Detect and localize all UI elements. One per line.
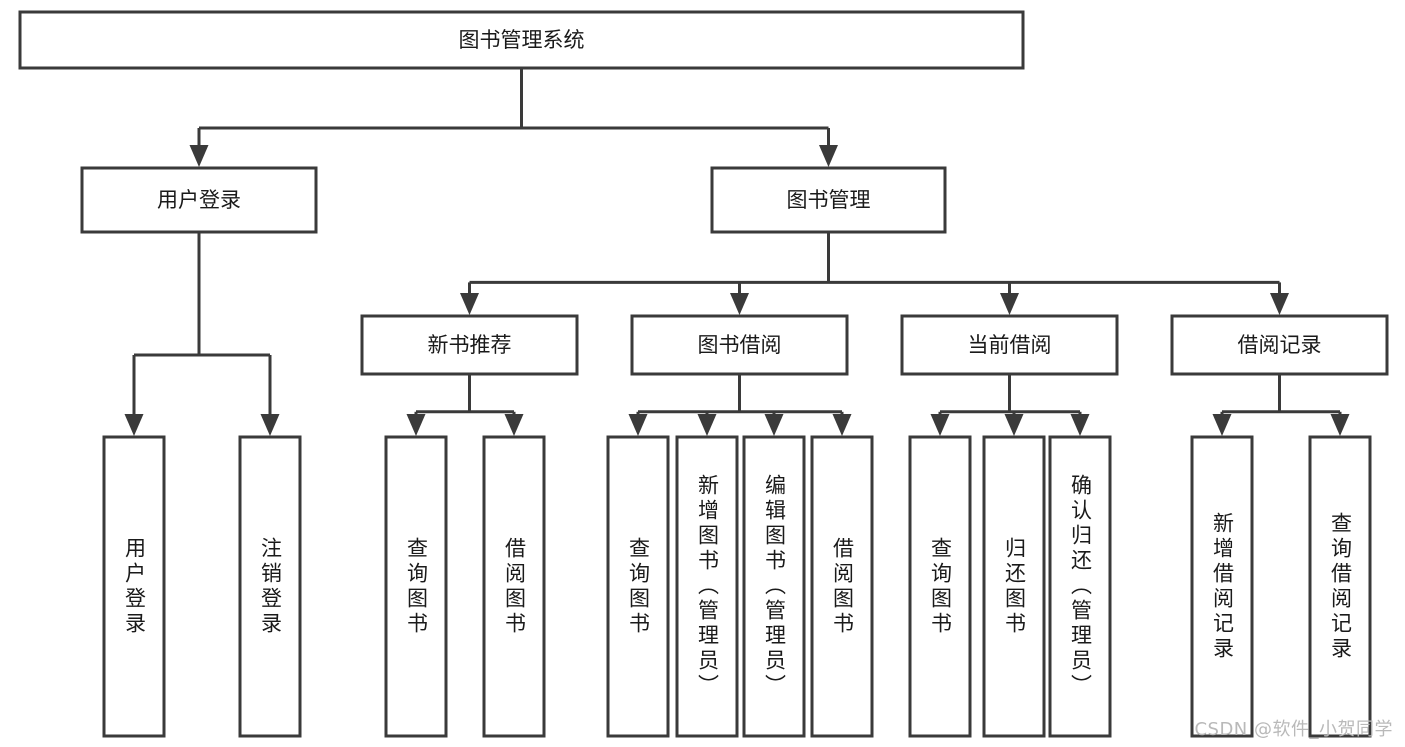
leaf-node-leaf-query-book-cur[interactable] [908,435,972,738]
edge-group-borrow-record [1212,374,1350,436]
node-current-borrow[interactable]: 当前借阅 [900,314,1119,376]
leaf-node-leaf-borrow-book[interactable] [810,435,874,738]
box-root[interactable] [18,10,1025,70]
leaf-node-leaf-edit-book-admin[interactable] [742,435,806,738]
watermark: CSDN @软件_小贺同学 [1194,719,1393,740]
edge-group-root [189,68,838,167]
leaf-node-leaf-add-book-admin[interactable] [675,435,739,738]
node-book-borrow[interactable]: 图书借阅 [630,314,849,376]
box-leaf-query-borrow-record[interactable] [1308,435,1372,738]
leaf-node-leaf-user-login[interactable] [102,435,166,738]
box-user-login[interactable] [80,166,318,234]
box-leaf-add-borrow-record[interactable] [1190,435,1254,738]
leaf-node-leaf-query-book-borrow[interactable] [606,435,670,738]
box-leaf-logout[interactable] [238,435,302,738]
box-book-manage[interactable] [710,166,947,234]
label-root: 图书管理系统 [459,28,585,52]
leaf-node-leaf-query-borrow-record[interactable] [1308,435,1372,738]
node-book-manage[interactable]: 图书管理 [710,166,947,234]
leaf-node-leaf-query-book-rec[interactable] [384,435,448,738]
box-new-book-recommend[interactable] [360,314,579,376]
box-book-borrow[interactable] [630,314,849,376]
box-leaf-query-book-borrow[interactable] [606,435,670,738]
edge-group-user-login [124,232,280,436]
node-root[interactable]: 图书管理系统 [18,10,1025,70]
node-new-book-recommend[interactable]: 新书推荐 [360,314,579,376]
leaf-node-leaf-borrow-book-rec[interactable] [482,435,546,738]
label-current-borrow: 当前借阅 [968,333,1052,357]
label-user-login: 用户登录 [157,188,241,212]
edge-group-current-borrow [930,374,1090,436]
node-user-login[interactable]: 用户登录 [80,166,318,234]
leaf-node-leaf-confirm-return-admin[interactable] [1048,435,1112,738]
leaf-node-leaf-add-borrow-record[interactable] [1190,435,1254,738]
box-leaf-confirm-return-admin[interactable] [1048,435,1112,738]
box-leaf-borrow-book-rec[interactable] [482,435,546,738]
box-leaf-user-login[interactable] [102,435,166,738]
box-borrow-record[interactable] [1170,314,1389,376]
edge-group-book-manage [460,232,1289,315]
box-leaf-return-book[interactable] [982,435,1046,738]
leaf-node-leaf-return-book[interactable] [982,435,1046,738]
leaf-node-leaf-logout[interactable] [238,435,302,738]
node-borrow-record[interactable]: 借阅记录 [1170,314,1389,376]
label-book-manage: 图书管理 [787,188,871,212]
edge-group-new-book-recommend [406,374,524,436]
box-leaf-edit-book-admin[interactable] [742,435,806,738]
box-leaf-query-book-cur[interactable] [908,435,972,738]
edges-layer [124,68,1350,436]
label-book-borrow: 图书借阅 [698,333,782,357]
label-borrow-record: 借阅记录 [1238,333,1322,357]
box-leaf-add-book-admin[interactable] [675,435,739,738]
box-leaf-query-book-rec[interactable] [384,435,448,738]
box-current-borrow[interactable] [900,314,1119,376]
label-new-book-recommend: 新书推荐 [428,333,512,357]
edge-group-book-borrow [628,374,852,436]
box-leaf-borrow-book[interactable] [810,435,874,738]
